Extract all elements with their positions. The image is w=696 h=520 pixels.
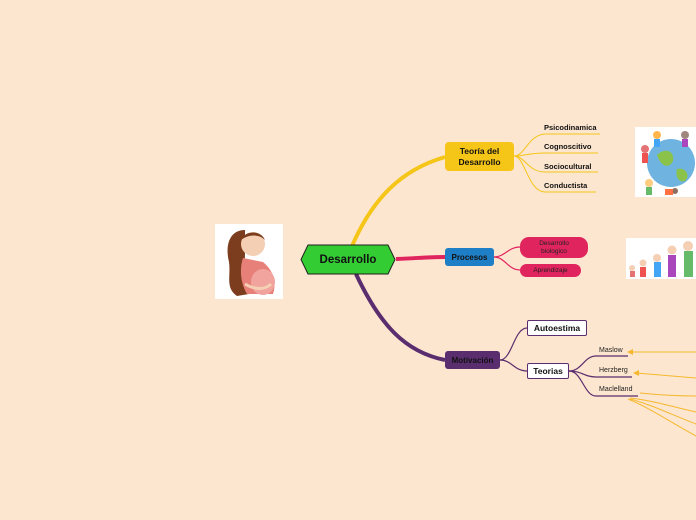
teoria-child-conductista[interactable]: Conductista (544, 181, 588, 190)
procesos-node[interactable]: Procesos (445, 248, 494, 266)
teoria-child-psicodinamica[interactable]: Psicodinamica (544, 123, 597, 132)
autoestima-label: Autoestima (533, 323, 581, 333)
teorias-node[interactable]: Teorias (527, 363, 569, 379)
motivacion-node[interactable]: Motivación (445, 351, 500, 369)
teoria-maclelland[interactable]: Maclelland (599, 386, 633, 393)
teorias-label: Teorias (533, 366, 563, 376)
proceso-child-desarrollo-biologico-label: Desarrollo biologico (539, 239, 569, 255)
children-around-globe-illustration (635, 127, 696, 197)
proceso-child-desarrollo-biologico[interactable]: Desarrollo biologico (520, 237, 588, 258)
central-node[interactable]: Desarrollo (300, 244, 396, 275)
procesos-label: Procesos (451, 252, 488, 262)
autoestima-node[interactable]: Autoestima (527, 320, 587, 336)
pregnant-woman-illustration (215, 224, 283, 299)
teoria-node[interactable]: Teoría del Desarrollo (445, 142, 514, 171)
teoria-herzberg[interactable]: Herzberg (599, 367, 628, 374)
teoria-child-cognoscitivo[interactable]: Cognoscitivo (544, 142, 592, 151)
motivacion-label: Motivación (451, 355, 494, 365)
central-label: Desarrollo (319, 253, 377, 266)
proceso-child-aprendizaje[interactable]: Aprendizaje (520, 264, 581, 277)
teoria-label: Teoría del Desarrollo (458, 145, 501, 167)
proceso-child-aprendizaje-label: Aprendizaje (533, 267, 568, 274)
teoria-maslow[interactable]: Maslow (599, 347, 623, 354)
teoria-child-sociocultural[interactable]: Sociocultural (544, 162, 592, 171)
children-growth-stages-illustration (626, 238, 696, 279)
